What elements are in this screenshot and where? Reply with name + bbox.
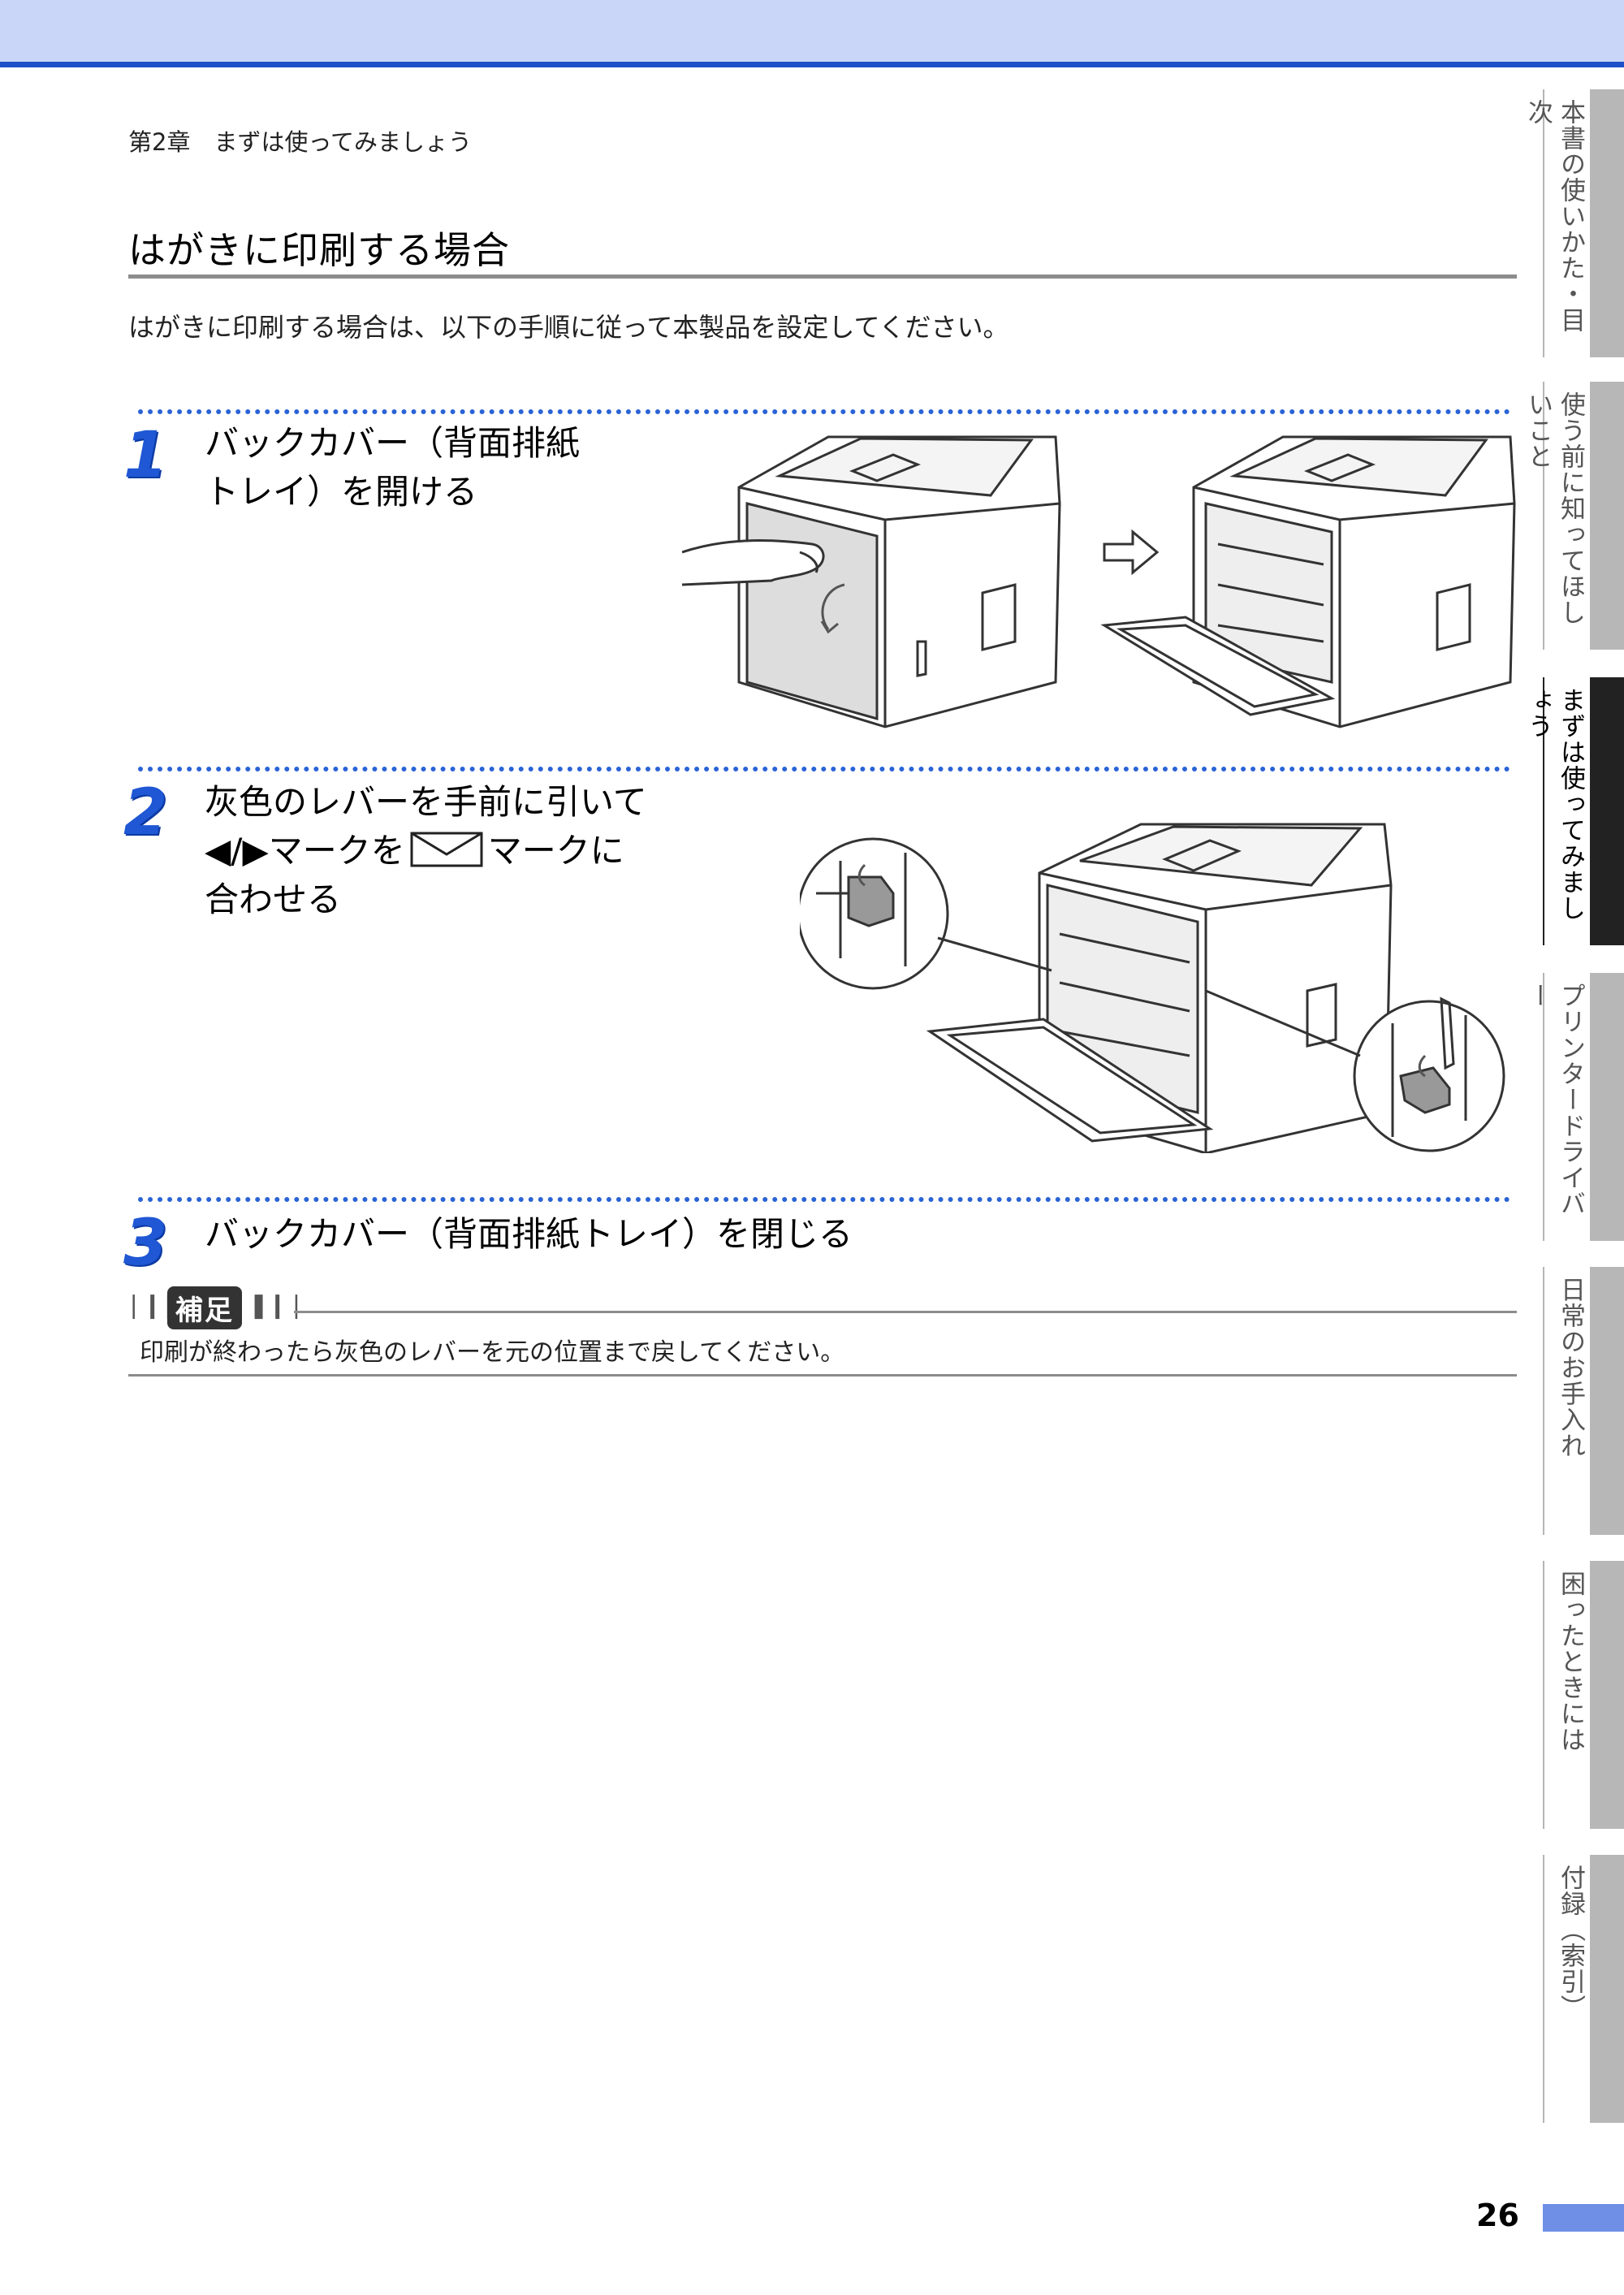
title-rule	[128, 274, 1517, 279]
page-number: 26	[1476, 2198, 1519, 2233]
tab-before-use[interactable]: 使う前に知ってほしいこと	[1523, 382, 1624, 650]
note-text: 印刷が終わったら灰色のレバーを元の位置まで戻してください。	[140, 1338, 845, 1367]
top-accent-line	[0, 62, 1624, 67]
step-3-divider	[138, 1197, 1510, 1202]
step-1-line-2: トレイ）を開ける	[205, 472, 478, 512]
tab-label: 本書の使いかた・目次	[1523, 99, 1585, 333]
tab-label: 日常のお手入れ	[1556, 1277, 1585, 1459]
tab-label: 使う前に知ってほしいこと	[1523, 391, 1585, 625]
step-2-line-2b: マークに	[487, 831, 624, 871]
note-rule-top	[294, 1311, 1517, 1313]
tab-label: プリンタードライバー	[1523, 983, 1585, 1217]
note-label: 補足	[167, 1286, 242, 1329]
step-2-line-1: 灰色のレバーを手前に引いて	[205, 782, 647, 822]
step-2-number: 2	[123, 776, 168, 849]
step-2-line-3: 合わせる	[205, 880, 342, 919]
step-1-illustration	[682, 435, 1516, 728]
page-title: はがきに印刷する場合	[128, 228, 510, 272]
tab-label: まずは使ってみましょう	[1523, 687, 1585, 921]
note-bars-right: ❚❙❘	[248, 1291, 306, 1320]
step-3-line-1: バックカバー（背面排紙トレイ）を閉じる	[205, 1214, 853, 1254]
step-1-text: バックカバー（背面排紙 トレイ）を開ける	[205, 419, 580, 516]
top-band	[0, 0, 1624, 62]
tab-getting-started[interactable]: まずは使ってみましょう	[1523, 677, 1624, 945]
tab-printer-driver[interactable]: プリンタードライバー	[1523, 973, 1624, 1241]
step-2-divider	[138, 767, 1510, 771]
step-3-text: バックカバー（背面排紙トレイ）を閉じる	[205, 1210, 853, 1259]
tab-how-to-use[interactable]: 本書の使いかた・目次	[1523, 89, 1624, 357]
step-2-line-2: ◀/▶マークを マークに	[205, 827, 647, 875]
step-3-number: 3	[123, 1207, 168, 1280]
outline-right-arrow-icon	[1103, 529, 1160, 576]
tab-troubleshooting[interactable]: 困ったときには	[1543, 1561, 1624, 1829]
tab-maintenance[interactable]: 日常のお手入れ	[1543, 1267, 1624, 1535]
tab-label: 困ったときには	[1556, 1571, 1585, 1753]
step-1-line-1: バックカバー（背面排紙	[205, 423, 581, 463]
step-2-line-2a: ◀/▶マークを	[205, 831, 405, 871]
step-1-divider	[138, 409, 1510, 414]
tab-label: 付録（索引）	[1556, 1865, 1585, 2021]
page-number-bar	[1543, 2204, 1624, 2232]
step-2-text: 灰色のレバーを手前に引いて ◀/▶マークを マークに 合わせる	[205, 778, 647, 924]
step-2-illustration	[800, 823, 1505, 1153]
tab-appendix[interactable]: 付録（索引）	[1543, 1855, 1624, 2123]
breadcrumb: 第2章 まずは使ってみましょう	[128, 128, 473, 156]
step-1-number: 1	[123, 419, 168, 492]
intro-text: はがきに印刷する場合は、以下の手順に従って本製品を設定してください。	[128, 312, 1009, 343]
envelope-icon	[410, 832, 483, 867]
note-rule-bottom	[128, 1374, 1517, 1377]
